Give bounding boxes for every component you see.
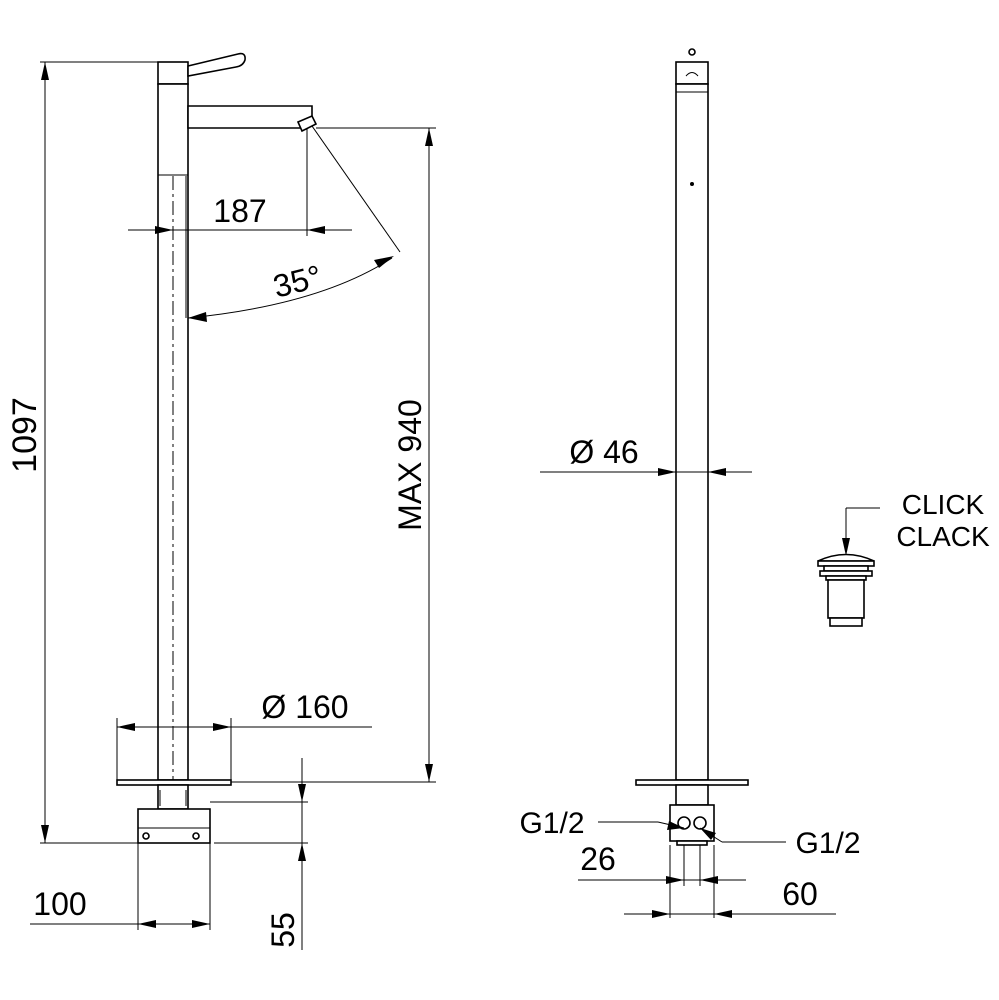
dim-spout-reach-label: 187 [213,193,266,229]
side-lower-stem [675,784,709,806]
click-clack-waste: CLICK CLACK [817,489,990,627]
dim-inlet-spacing-label: 26 [580,841,616,877]
waste-body [827,579,865,619]
lever-handle [187,52,246,77]
side-column [675,83,709,781]
inlet-callouts: G1/2 G1/2 [519,807,860,860]
dim-overall-height-label: 1097 [6,397,44,473]
dim-lower-body-width: 100 [30,843,211,930]
inlet-right-label: G1/2 [795,827,860,860]
side-view: Ø 46 G1/2 G1/2 26 60 [519,48,861,918]
dim-body-diameter: Ø 46 [540,434,752,476]
dim-inlet-width-label: 60 [782,876,818,912]
dim-max-height-label: MAX 940 [392,399,428,531]
dim-max-height: MAX 940 [231,127,436,783]
click-clack-line1: CLICK [902,489,985,520]
dim-lower-body-height: 55 [210,758,308,950]
inlet-right [693,816,707,830]
click-clack-line2: CLACK [896,521,990,552]
dim-lower-body-height-label: 55 [265,912,301,948]
dim-inlet-spacing: 26 [578,841,746,884]
dim-inlet-width: 60 [624,876,836,918]
dim-spout-angle-label: 35° [270,258,326,305]
dim-lower-body-width-label: 100 [33,886,86,922]
front-view: 1097 187 35° MAX 940 [6,52,436,950]
dim-body-diameter-label: Ø 46 [569,434,638,470]
lower-stem [157,784,189,810]
dim-base-diameter: Ø 160 [116,689,372,780]
dim-spout-reach: 187 [128,128,352,236]
waste-cap [817,553,875,562]
dim-overall-height: 1097 [6,61,158,844]
dim-base-diameter-label: Ø 160 [261,689,348,725]
inlet-left [677,816,691,830]
aerator [296,114,318,133]
spout [187,105,313,129]
inlet-left-label: G1/2 [519,807,584,840]
tap-handle-cap [157,61,189,85]
